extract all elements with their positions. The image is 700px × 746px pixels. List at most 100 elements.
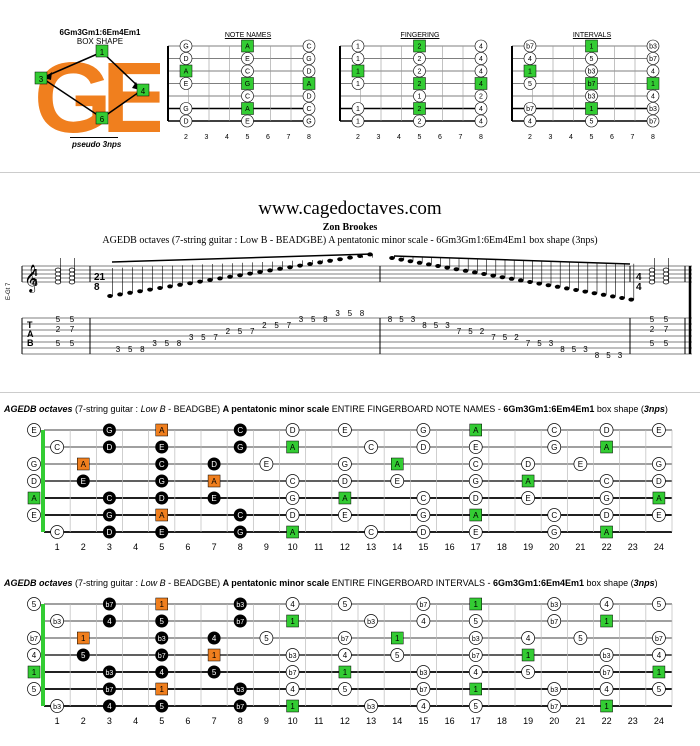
fb-note-label: 1 [604,702,609,711]
fb-note-label: A [604,443,610,452]
fb-note-label: b7 [550,619,558,626]
fb-note-label: E [31,426,36,435]
fb-note-label: b3 [106,670,114,677]
fb-root-note [286,699,299,713]
fret-number: 3 [107,542,112,552]
fb-note-label: D [159,494,165,503]
small-note-label: b7 [526,44,534,51]
tab-number: 7 [491,333,496,342]
fb-note-label: 4 [343,651,348,660]
fb-note-label: 5 [578,634,583,643]
chord-note [648,279,656,285]
note-head [389,256,395,260]
tab-number: 7 [457,327,462,336]
small-note [585,89,598,103]
fb-box-note [155,525,169,539]
fb-note [338,474,352,488]
fb-note [468,699,483,713]
small-note-label: b3 [588,69,596,76]
small-note-label: 2 [479,94,483,101]
fb-note [599,665,614,679]
fb-note-label: A [31,494,37,503]
tab-number: 2 [56,325,61,334]
tab-number: 3 [116,345,121,354]
note-head [257,270,263,274]
fb-note [416,440,431,454]
fret-number: 8 [238,716,243,726]
fb-note [599,648,614,662]
fb-note-label: 5 [657,600,662,609]
fb-note-label: E [656,511,661,520]
small-note-label: C [245,69,250,76]
fb-note-label: G [106,511,112,520]
tab-number: 8 [560,345,565,354]
fret-number: 4 [133,542,138,552]
fb-note-label: b7 [603,670,611,677]
chord-note [68,275,76,281]
note-head [307,262,313,266]
small-note-root [179,64,193,78]
fb-note [338,457,352,471]
fb-box-note [207,631,221,645]
note-head [117,292,123,297]
small-note-label: D [306,94,311,101]
fret-number: 23 [628,542,638,552]
small-note-root [413,77,426,90]
fb-note-label: 5 [32,685,37,694]
fb-note-label: 5 [343,600,348,609]
note-head [157,286,163,290]
fb-note [521,665,535,679]
fb-box-root-note [155,597,168,611]
small-fret-label: 8 [307,134,311,141]
small-note-label: 1 [356,56,360,63]
tab-number: 5 [664,339,669,348]
note-head [107,294,113,298]
small-note [179,102,193,115]
fb-note-label: A [656,494,662,503]
small-note [646,64,660,78]
tab-number: 5 [650,339,655,348]
small-note [302,39,316,53]
chord-note [54,275,62,281]
marker-3: 3 [39,75,44,84]
fb-box-note [155,614,169,628]
fb-box-note [155,474,169,488]
fb-note-label: 5 [343,685,348,694]
fb-note [468,440,483,454]
small-note-label: 1 [651,81,655,88]
fb-note-label: A [473,426,479,435]
fb-box-note [155,631,169,645]
fb-note-label: 5 [160,702,165,711]
tab-number: 5 [238,327,243,336]
note-head [518,278,524,283]
fb-note [652,457,666,471]
author: Zon Brookes [322,222,378,233]
fb-note [390,474,405,488]
fb-box-note [207,665,221,679]
tab-number: 3 [152,339,157,348]
fb-box-note [102,491,116,505]
box-shape-logo: GE 1 3 4 6 [34,44,160,136]
fret-number: 16 [445,716,455,726]
fb-note-label: 5 [474,617,479,626]
fb-box-note [233,525,247,539]
small-fret-label: 6 [438,134,442,141]
note-head [435,264,441,268]
fb-root-note [338,491,352,505]
fret-number: 15 [418,542,428,552]
fb-box-root-note [155,508,168,522]
tab-number: 5 [165,339,170,348]
note-head [317,260,323,265]
side-label: E-Gt 7 [6,282,12,300]
fb-note-label: 1 [32,668,37,677]
marker-1: 1 [100,48,105,57]
small-note-root [523,64,537,78]
fb-note [521,631,535,645]
fb-note-label: b7 [341,636,349,643]
fb-note-label: 4 [421,617,426,626]
tab-number: 7 [213,333,218,342]
fb-note [27,631,41,645]
